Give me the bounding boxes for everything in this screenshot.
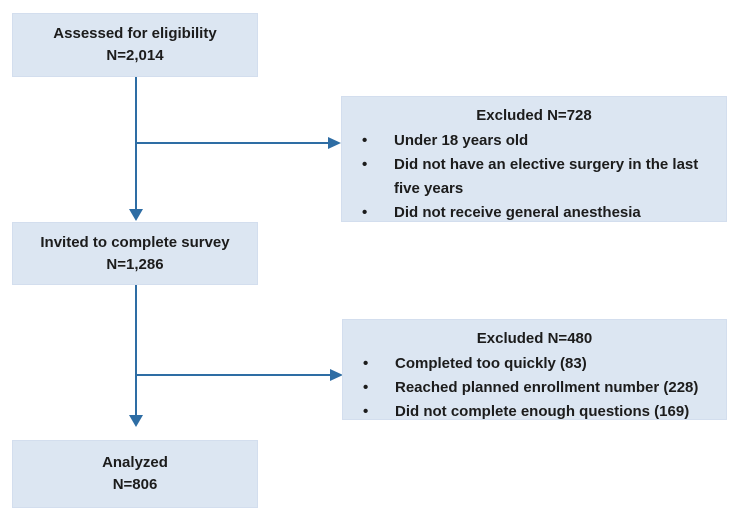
excluded1-reason-3: Did not receive general anesthesia (394, 204, 641, 221)
node-assessed-count: N=2,014 (106, 47, 164, 64)
bullet-icon: • (362, 132, 368, 149)
bullet-icon: • (362, 204, 368, 221)
node-analyzed: Analyzed N=806 (12, 440, 258, 508)
node-invited-count: N=1,286 (106, 255, 164, 273)
node-excluded-480: Excluded N=480 • Completed too quickly (… (342, 319, 727, 420)
node-analyzed-label: Analyzed (102, 454, 168, 471)
node-invited-label: Invited to complete survey (40, 233, 230, 251)
arrow-to-excluded2-line (136, 374, 330, 376)
list-item: • Reached planned enrollment number (228… (359, 376, 700, 400)
excluded1-bullet-list: • Under 18 years old • Did not have an e… (342, 129, 726, 225)
node-assessed-label: Assessed for eligibility (53, 25, 217, 42)
node-analyzed-count: N=806 (112, 476, 158, 493)
excluded1-title: Excluded N=728 (476, 107, 592, 124)
bullet-icon: • (363, 403, 369, 420)
node-invited-to-complete-survey: Invited to complete survey N=1,286 (12, 222, 258, 285)
list-item: • Under 18 years old (358, 129, 700, 153)
bullet-icon: • (363, 379, 369, 396)
excluded2-reason-1: Completed too quickly (83) (395, 355, 587, 372)
node-excluded-728: Excluded N=728 • Under 18 years old • Di… (341, 96, 727, 222)
arrow-right-icon (330, 369, 343, 381)
excluded2-reason-2: Reached planned enrollment number (228) (395, 379, 699, 396)
excluded2-reason-3: Did not complete enough questions (169) (395, 403, 690, 420)
list-item: • Did not have an elective surgery in th… (358, 153, 700, 201)
arrow-down-icon (129, 209, 143, 221)
bullet-icon: • (362, 156, 368, 173)
list-item: • Did not receive general anesthesia (358, 201, 700, 225)
bullet-icon: • (363, 355, 369, 372)
arrow-to-excluded1-line (136, 142, 328, 144)
node-assessed-for-eligibility: Assessed for eligibility N=2,014 (12, 13, 258, 77)
arrow-invited-to-analyzed-line (135, 285, 137, 415)
excluded1-reason-1: Under 18 years old (394, 132, 529, 149)
list-item: • Did not complete enough questions (169… (359, 400, 700, 424)
arrow-down-icon (129, 415, 143, 427)
excluded2-bullet-list: • Completed too quickly (83) • Reached p… (343, 352, 726, 424)
excluded1-reason-2: Did not have an elective surgery in the … (394, 156, 699, 197)
excluded2-title: Excluded N=480 (476, 330, 593, 347)
list-item: • Completed too quickly (83) (359, 352, 700, 376)
arrow-right-icon (328, 137, 341, 149)
